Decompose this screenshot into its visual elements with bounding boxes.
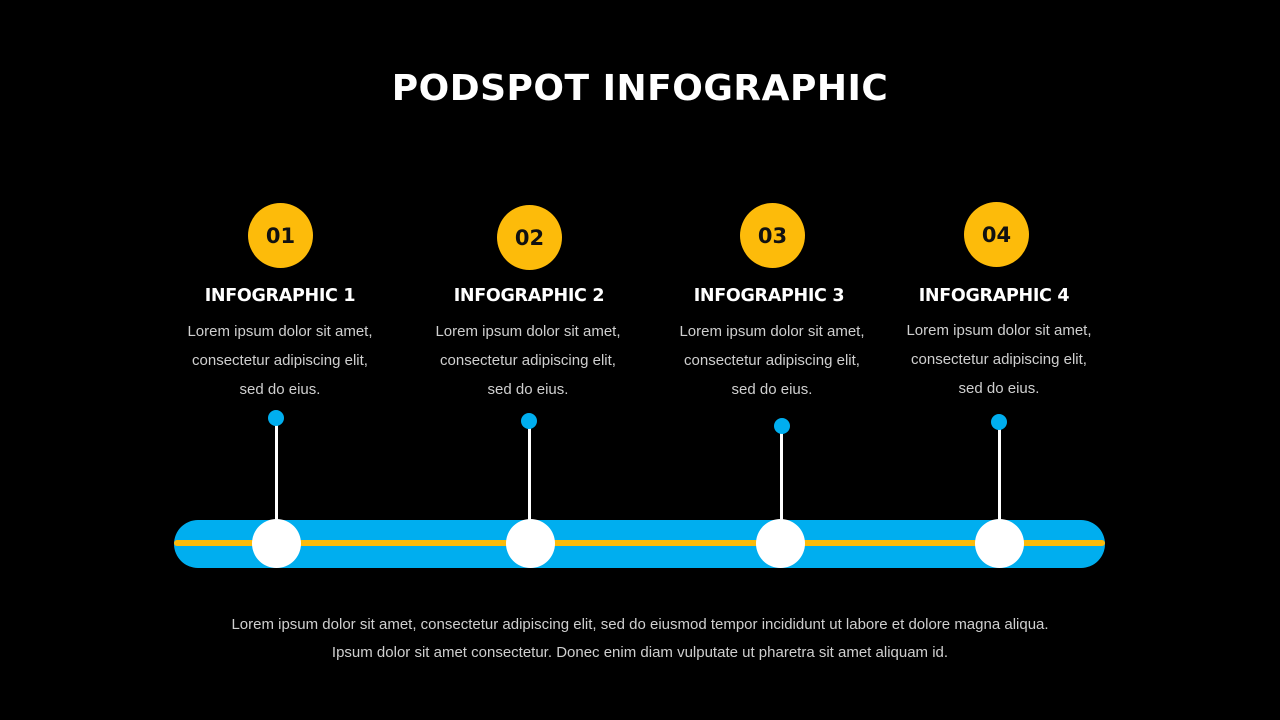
pin-dot-icon [991, 414, 1007, 430]
connector-stem-4 [998, 424, 1001, 525]
step-description-line: consectetur adipiscing elit, [440, 352, 616, 369]
step-description: Lorem ipsum dolor sit amet, consectetur … [398, 317, 658, 404]
step-number-badge: 01 [248, 203, 313, 268]
step-number-badge: 04 [964, 202, 1029, 267]
step-description: Lorem ipsum dolor sit amet, consectetur … [642, 317, 902, 404]
step-description-line: sed do eius. [958, 380, 1040, 397]
footer-description: Lorem ipsum dolor sit amet, consectetur … [0, 611, 1280, 667]
step-description-line: Lorem ipsum dolor sit amet, [435, 323, 621, 340]
step-description-line: consectetur adipiscing elit, [684, 352, 860, 369]
timeline-node-2 [506, 519, 555, 568]
step-description-line: sed do eius. [731, 381, 813, 398]
step-description-line: sed do eius. [239, 381, 321, 398]
step-description-line: Lorem ipsum dolor sit amet, [906, 322, 1092, 339]
timeline-node-4 [975, 519, 1024, 568]
step-description-line: Lorem ipsum dolor sit amet, [187, 323, 373, 340]
pin-dot-icon [521, 413, 537, 429]
footer-line: Ipsum dolor sit amet consectetur. Donec … [331, 644, 949, 661]
step-number-badge: 02 [497, 205, 562, 270]
timeline-node-1 [252, 519, 301, 568]
step-description: Lorem ipsum dolor sit amet, consectetur … [869, 316, 1129, 403]
step-number-badge: 03 [740, 203, 805, 268]
step-description-line: consectetur adipiscing elit, [192, 352, 368, 369]
connector-stem-2 [528, 423, 531, 525]
timeline-center-line [174, 540, 1105, 546]
footer-line: Lorem ipsum dolor sit amet, consectetur … [231, 616, 1049, 633]
step-title: INFOGRAPHIC 1 [204, 286, 356, 306]
page-title: PODSPOT INFOGRAPHIC [391, 68, 889, 109]
pin-dot-icon [774, 418, 790, 434]
step-description-line: consectetur adipiscing elit, [911, 351, 1087, 368]
step-description-line: sed do eius. [487, 381, 569, 398]
step-title: INFOGRAPHIC 2 [453, 286, 605, 306]
timeline-node-3 [756, 519, 805, 568]
connector-stem-3 [780, 428, 783, 525]
step-title: INFOGRAPHIC 3 [693, 286, 845, 306]
step-description: Lorem ipsum dolor sit amet, consectetur … [150, 317, 410, 404]
step-description-line: Lorem ipsum dolor sit amet, [679, 323, 865, 340]
step-title: INFOGRAPHIC 4 [918, 286, 1070, 306]
pin-dot-icon [268, 410, 284, 426]
connector-stem-1 [275, 420, 278, 525]
